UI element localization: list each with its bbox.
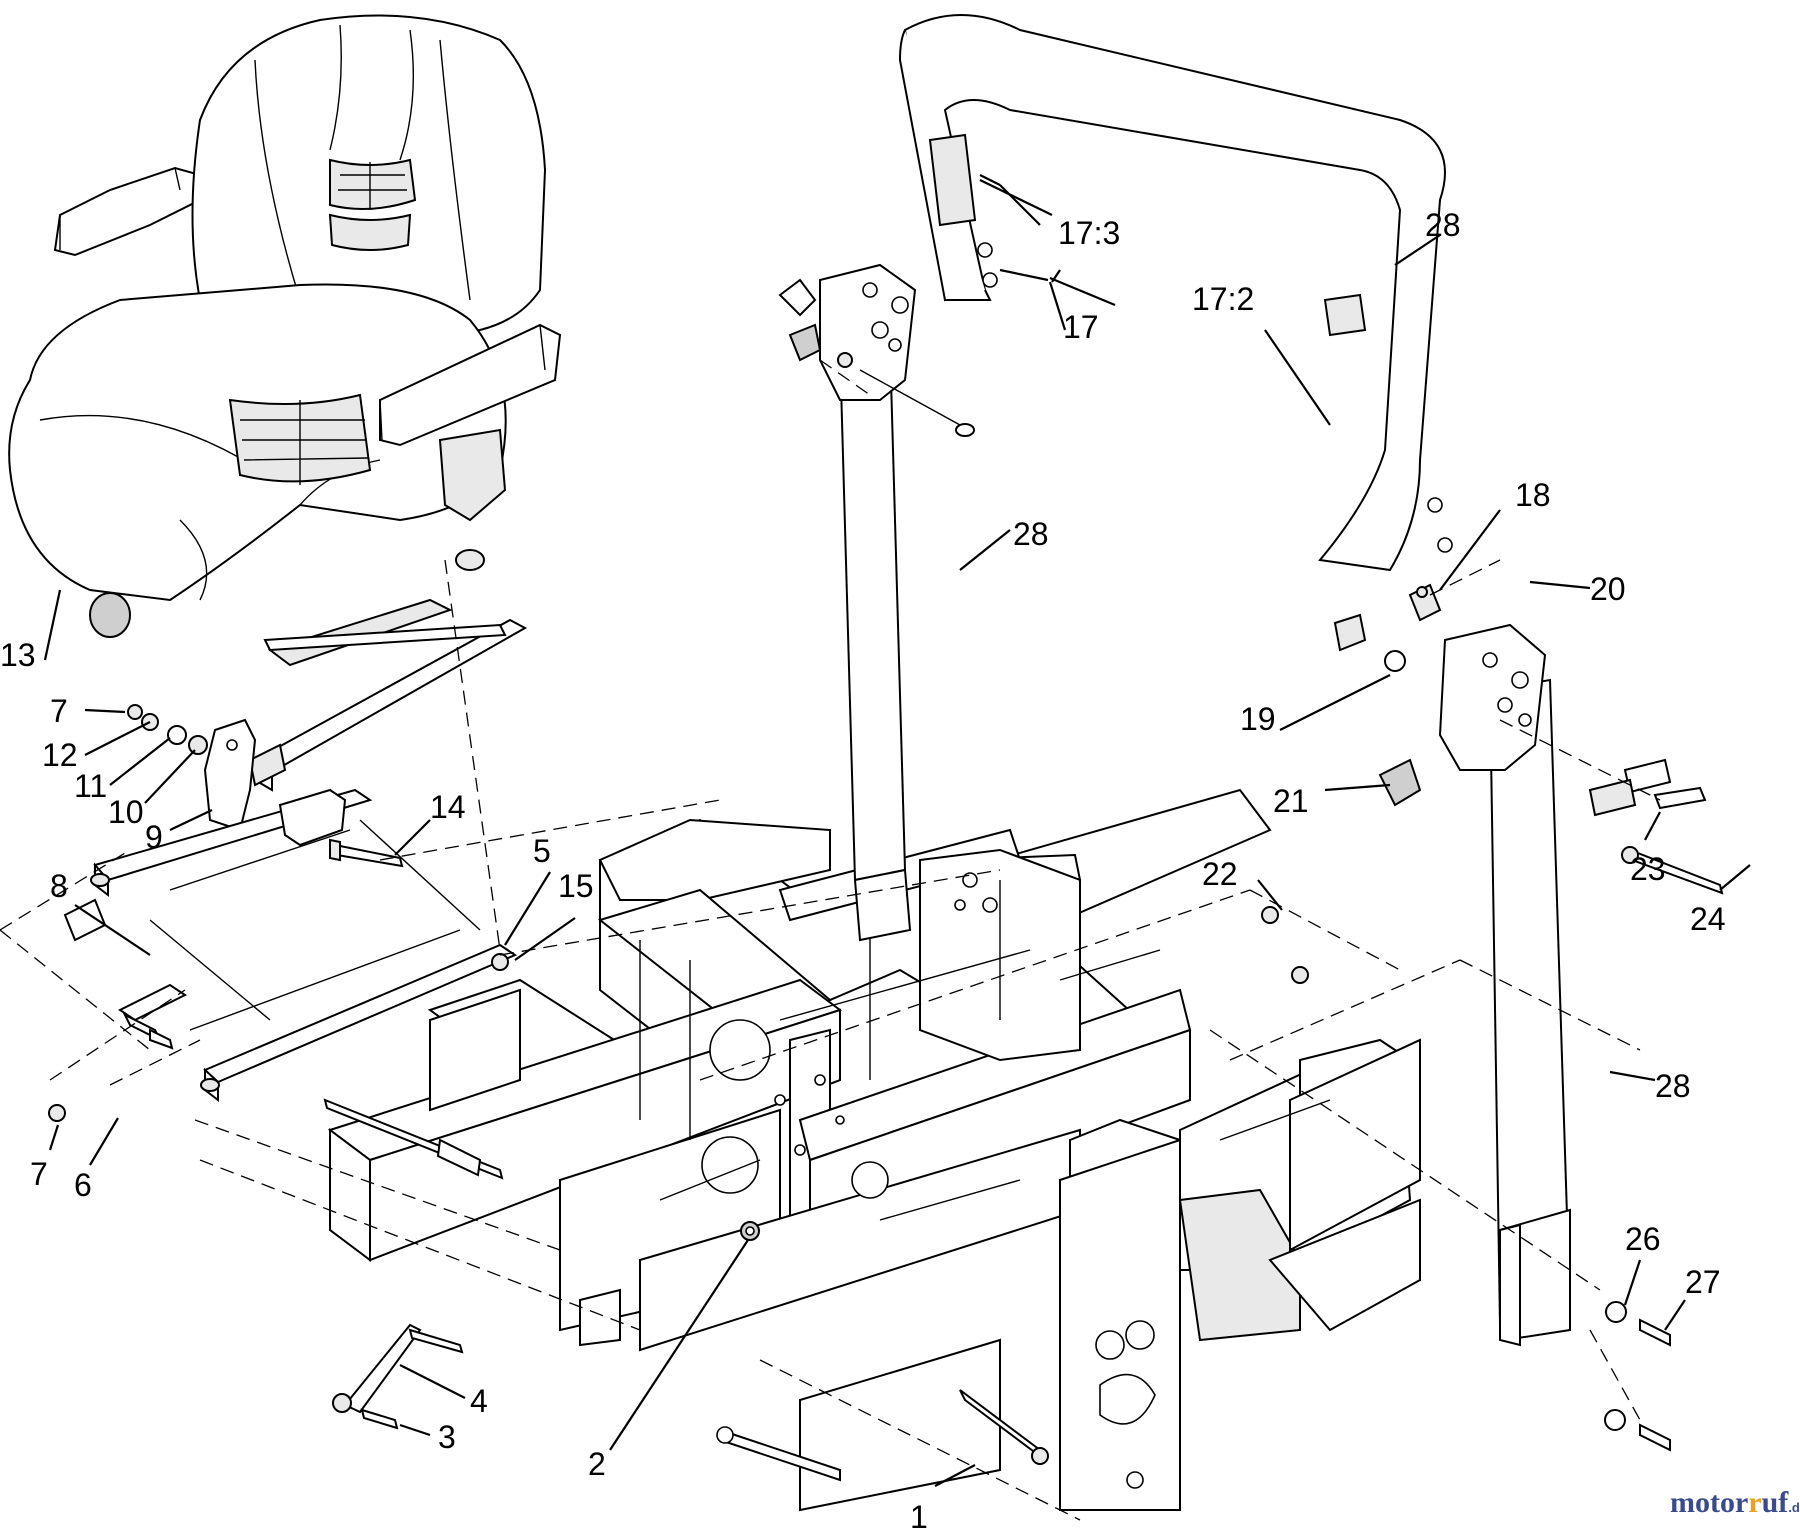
callout-17: 17 [1063,309,1099,345]
callout-leaders [43,174,1751,1487]
callout-28-right: 28 [1655,1068,1691,1104]
watermark-tld: .de [1788,1500,1800,1515]
assembly-dashed-lines [0,359,1661,1521]
seat-rails [48,618,528,1430]
callout-18: 18 [1515,477,1551,513]
callout-8: 8 [50,868,68,904]
callout-17-2: 17:2 [1192,281,1254,317]
callout-20: 20 [1590,571,1626,607]
callout-9: 9 [145,819,163,855]
callout-10: 10 [108,794,144,830]
callout-14: 14 [430,789,466,825]
callout-26: 26 [1625,1221,1661,1257]
watermark-brand-prefix: motor [1670,1486,1748,1519]
callout-24: 24 [1690,901,1726,937]
callout-11: 11 [74,768,107,804]
callout-3: 3 [438,1419,456,1455]
callout-19: 19 [1240,701,1276,737]
callout-17-3: 17:3 [1058,215,1120,251]
callouts: 1 2 3 4 5 6 7 7 8 9 10 11 12 13 14 15 17… [0,207,1726,1528]
callout-28-middle: 28 [1013,516,1049,552]
watermark-logo: motorruf.de [1670,1486,1800,1519]
callout-13: 13 [0,637,36,673]
main-frame [323,788,1421,1512]
callout-7-lower: 7 [30,1156,48,1192]
callout-1: 1 [910,1499,928,1528]
svg-text:motorruf.de: motorruf.de [1670,1486,1800,1519]
roll-bar [778,14,1724,1452]
callout-7-upper: 7 [50,693,68,729]
callout-23: 23 [1630,851,1666,887]
callout-28-top: 28 [1425,207,1461,243]
callout-21: 21 [1273,783,1309,819]
callout-2: 2 [588,1446,606,1482]
callout-5: 5 [533,833,551,869]
seat-assembly [8,14,562,667]
callout-4: 4 [470,1383,488,1419]
callout-6: 6 [74,1167,92,1203]
callout-22: 22 [1202,856,1238,892]
callout-15: 15 [558,868,594,904]
watermark-brand-suffix: uf [1762,1486,1790,1519]
callout-27: 27 [1685,1264,1721,1300]
callout-12: 12 [42,737,78,773]
